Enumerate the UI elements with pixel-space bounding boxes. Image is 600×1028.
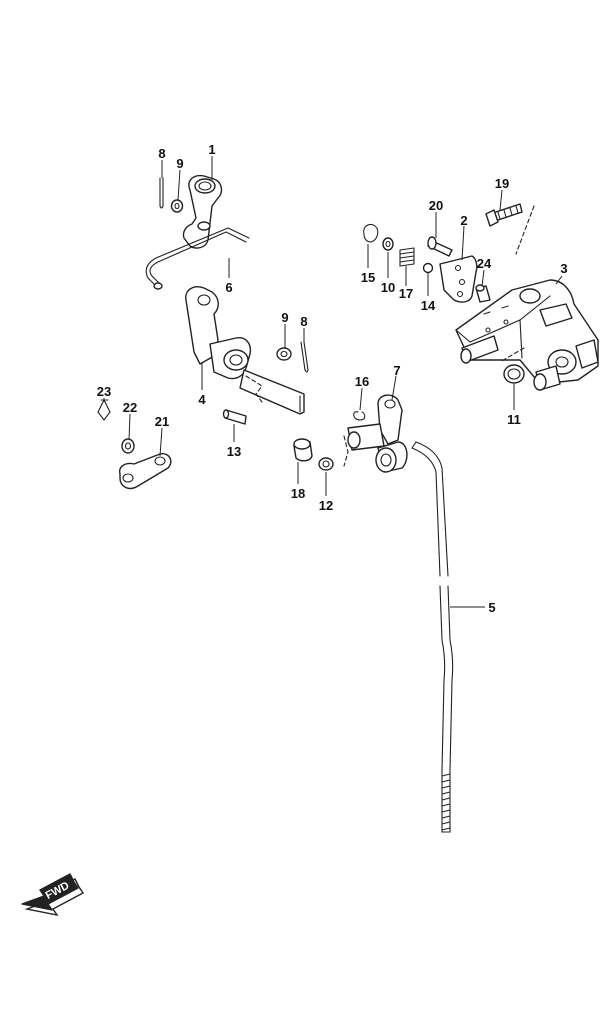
part-24-collar — [475, 284, 491, 303]
callout-16: 16 — [355, 374, 369, 389]
part-20-screw — [427, 236, 453, 257]
part-22-washer — [121, 438, 135, 454]
part-19-bolt — [485, 203, 523, 227]
part-23-snap-clip — [97, 398, 111, 421]
callout-9-upper: 9 — [176, 156, 183, 171]
callout-15: 15 — [361, 270, 375, 285]
part-13-pin — [222, 409, 247, 425]
callout-19: 19 — [495, 176, 509, 191]
callout-24: 24 — [477, 256, 492, 271]
part-9-washer-middle — [276, 347, 292, 361]
part-1-upper-lever — [182, 174, 223, 249]
part-9-washer-upper — [170, 199, 184, 213]
callout-2: 2 — [460, 213, 467, 228]
callout-13: 13 — [227, 444, 241, 459]
part-16-clip — [353, 411, 366, 421]
part-18-pin-bolt — [293, 438, 313, 462]
part-7-lower-lever — [347, 394, 408, 473]
callout-23: 23 — [97, 384, 111, 399]
callout-3: 3 — [560, 261, 567, 276]
callout-14: 14 — [421, 298, 436, 313]
part-12-washer — [318, 457, 334, 471]
leader-lines — [103, 156, 563, 608]
callout-17: 17 — [399, 286, 413, 301]
callout-22: 22 — [123, 400, 137, 415]
callout-21: 21 — [155, 414, 169, 429]
assembly-lines — [245, 205, 535, 467]
callout-9-middle: 9 — [281, 310, 288, 325]
callout-1: 1 — [208, 142, 215, 157]
callout-4: 4 — [198, 392, 206, 407]
part-17-spring — [399, 247, 415, 267]
callout-10: 10 — [381, 280, 395, 295]
callouts: 1 2 3 4 5 6 7 8 8 9 9 10 11 12 13 14 15 … — [97, 142, 568, 615]
callout-12: 12 — [319, 498, 333, 513]
forward-arrow-icon: FWD — [21, 873, 85, 917]
part-10-washer — [382, 237, 394, 251]
part-15-circlip — [363, 223, 379, 243]
callout-20: 20 — [429, 198, 443, 213]
part-11-oring — [503, 364, 525, 384]
part-14-ball — [422, 262, 434, 274]
part-8-cotter-pin-middle — [300, 341, 309, 373]
callout-6: 6 — [225, 280, 232, 295]
part-21-lever — [119, 453, 172, 490]
part-4-lever-shaft — [185, 286, 305, 415]
part-6-link-rod — [145, 227, 250, 290]
part-5-shift-rod — [411, 441, 454, 833]
callout-7: 7 — [393, 363, 400, 378]
part-3-housing — [455, 279, 599, 391]
part-2-plate — [439, 255, 478, 303]
callout-8-middle: 8 — [300, 314, 307, 329]
callout-18: 18 — [291, 486, 305, 501]
callout-5: 5 — [488, 600, 495, 615]
callout-8-upper: 8 — [158, 146, 165, 161]
part-8-cotter-pin-upper — [159, 177, 164, 209]
callout-11: 11 — [507, 412, 521, 427]
